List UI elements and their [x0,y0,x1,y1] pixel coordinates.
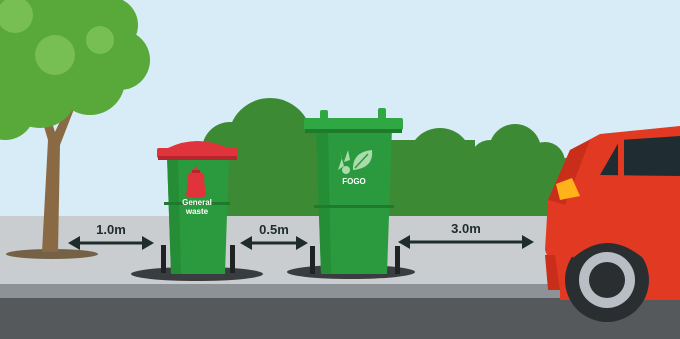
general-waste-label-line1: General [182,198,212,207]
fogo-label: FOGO [342,177,366,186]
distance-label-tree-to-bin: 1.0m [96,222,126,237]
general-waste-label-line2: waste [185,207,209,216]
distance-label-bin-to-car: 3.0m [451,221,481,236]
distance-label-between-bins: 0.5m [259,222,289,237]
